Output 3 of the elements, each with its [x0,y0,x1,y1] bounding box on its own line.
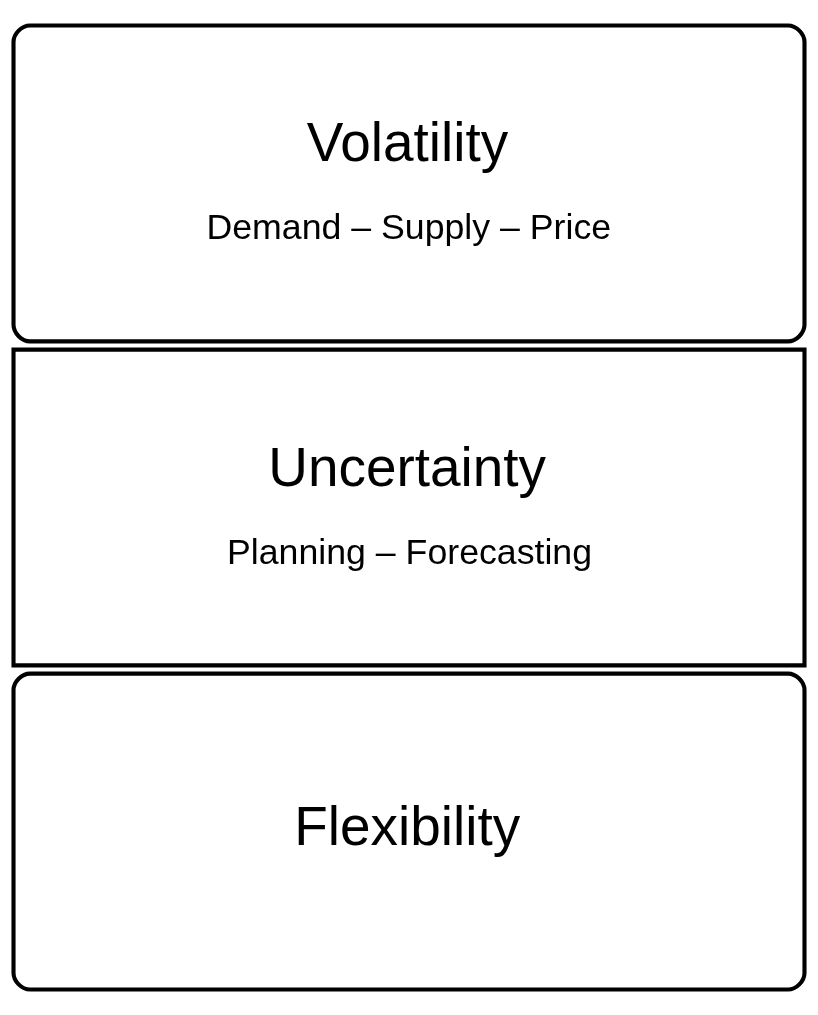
node-box: Flexibility [11,671,807,992]
node-box: Uncertainty Planning – Forecasting [11,347,807,668]
node-box: Volatility Demand – Supply – Price [11,23,807,344]
